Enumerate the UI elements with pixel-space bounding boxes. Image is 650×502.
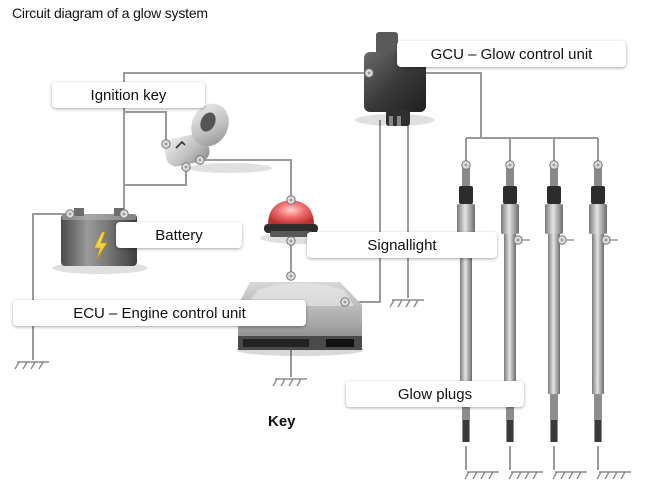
ignition-key-label[interactable]: Ignition key bbox=[52, 82, 205, 108]
glow-plug-3 bbox=[545, 168, 563, 442]
wire-ecu-gcu bbox=[345, 120, 381, 303]
wire-battery-key bbox=[123, 158, 187, 214]
battery-label[interactable]: Battery bbox=[116, 222, 242, 248]
glow-plugs bbox=[457, 168, 618, 442]
ground-symbols bbox=[14, 299, 632, 480]
ecu-label[interactable]: ECU – Engine control unit bbox=[13, 300, 306, 326]
wire-key-lamp bbox=[200, 159, 292, 200]
glow-plug-2 bbox=[501, 168, 519, 442]
ignition-key bbox=[164, 103, 272, 173]
wire-key-gcu bbox=[124, 111, 167, 144]
glow-plug-1 bbox=[457, 168, 475, 442]
glow-plug-4 bbox=[589, 168, 607, 442]
lightning-icon bbox=[93, 231, 108, 261]
gcu-unit bbox=[355, 32, 435, 126]
wire-gcu-top bbox=[123, 72, 369, 197]
gcu-label[interactable]: GCU – Glow control unit bbox=[397, 41, 626, 67]
key-heading: Key bbox=[268, 413, 296, 430]
page-title: Circuit diagram of a glow system bbox=[12, 5, 208, 21]
glow-plugs-label[interactable]: Glow plugs bbox=[346, 381, 524, 407]
signal-light-label[interactable]: Signallight bbox=[307, 232, 497, 258]
